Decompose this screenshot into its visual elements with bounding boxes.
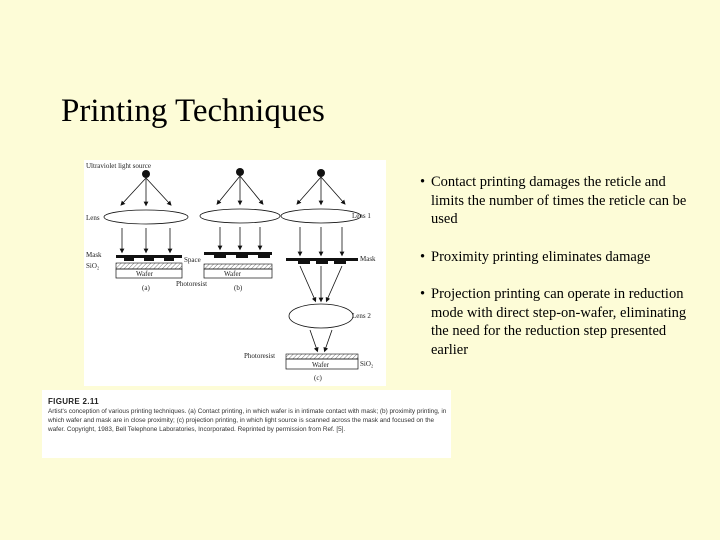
label-mask-right: Mask <box>360 255 376 263</box>
light-source-c-icon <box>317 169 325 177</box>
caption-heading: FIGURE 2.11 <box>48 397 99 406</box>
bullet-list: Contact printing damages the reticle and… <box>420 173 700 378</box>
caption-text: Artist's conception of various printing … <box>48 408 447 433</box>
lens-a <box>103 209 189 225</box>
label-lens: Lens <box>86 214 100 222</box>
label-wafer-b: Wafer <box>224 270 242 278</box>
light-source-a-icon <box>142 170 150 178</box>
bullet-contact-printing: Contact printing damages the reticle and… <box>420 173 700 229</box>
panel-a-contact <box>103 170 189 279</box>
label-space: Space <box>184 256 201 264</box>
label-photoresist-left: Photoresist <box>176 280 207 288</box>
lens-1 <box>280 208 362 224</box>
slide-title: Printing Techniques <box>61 93 325 129</box>
label-wafer-c: Wafer <box>312 361 330 369</box>
label-wafer-a: Wafer <box>136 270 154 278</box>
light-source-b-icon <box>236 168 244 176</box>
label-lens-2: Lens 2 <box>352 312 371 320</box>
lens-b <box>199 208 281 224</box>
label-sio2-left: SiO₂ <box>86 262 100 270</box>
bullet-proximity-printing: Proximity printing eliminates damage <box>420 248 700 267</box>
lens-2 <box>288 303 354 329</box>
label-sio2-right: SiO₂ <box>360 360 374 368</box>
figure-caption: FIGURE 2.11 Artist's conception of vario… <box>42 390 451 458</box>
panel-c-projection <box>280 169 362 370</box>
label-mask-left: Mask <box>86 251 102 259</box>
label-panel-b: (b) <box>234 284 243 292</box>
label-panel-c: (c) <box>314 374 322 382</box>
printing-techniques-figure: Ultraviolet light source Lens Lens 1 Len… <box>84 160 386 386</box>
label-lens-1: Lens 1 <box>352 212 371 220</box>
label-photoresist-right: Photoresist <box>244 352 275 360</box>
label-panel-a: (a) <box>142 284 150 292</box>
label-uv-light-source: Ultraviolet light source <box>86 162 151 170</box>
bullet-projection-printing: Projection printing can operate in reduc… <box>420 285 700 359</box>
panel-b-proximity <box>199 168 281 279</box>
figure-diagram: Ultraviolet light source Lens Lens 1 Len… <box>86 162 376 382</box>
